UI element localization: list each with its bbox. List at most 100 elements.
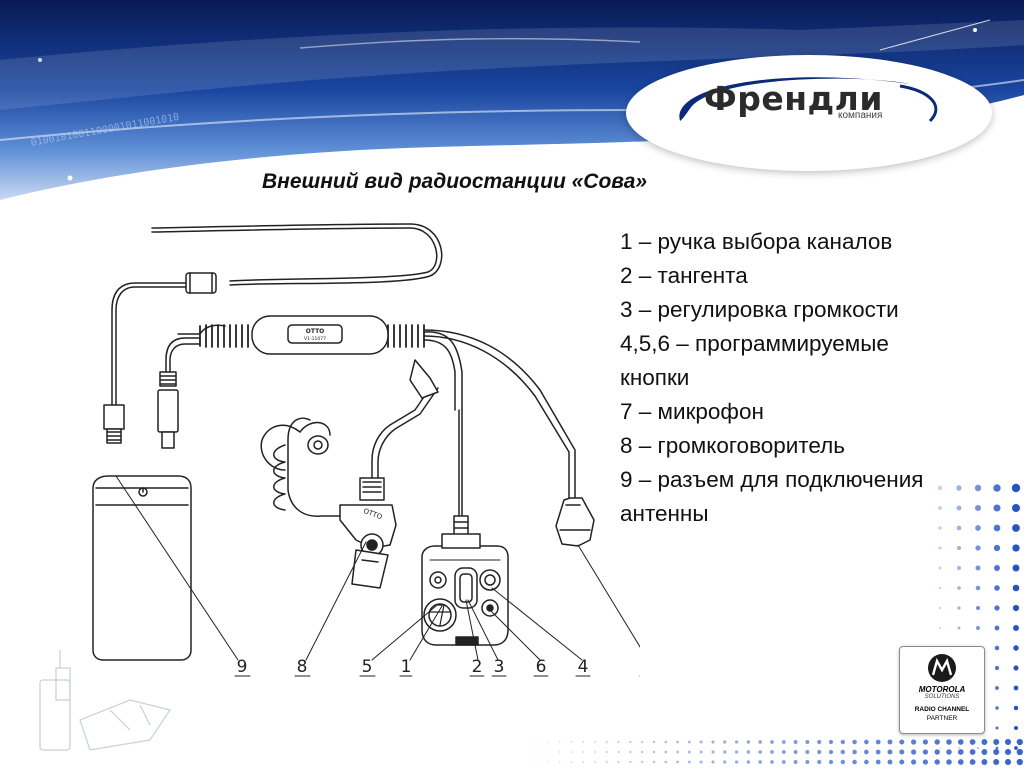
decor-dot (994, 665, 1000, 671)
decor-dot (946, 739, 952, 745)
decor-dot (875, 739, 881, 745)
decor-dot (1014, 746, 1018, 750)
earpiece-coil (260, 417, 341, 517)
decor-dot (605, 741, 608, 743)
background-sketch (39, 650, 171, 751)
decor-dot (899, 749, 905, 755)
callout-9: 9 (237, 657, 248, 677)
decor-dot (629, 750, 632, 754)
decor-dot (994, 565, 1000, 571)
antenna-connector (103, 404, 125, 430)
decor-dot (1013, 685, 1019, 691)
decor-dot (699, 760, 703, 764)
decor-dot (758, 740, 762, 744)
badge-line-3: RADIO CHANNEL (914, 706, 970, 713)
decor-dot (938, 526, 942, 530)
decor-dot (676, 740, 679, 744)
decor-dot (558, 741, 561, 743)
decor-dot (864, 759, 869, 765)
decor-dot (582, 751, 585, 753)
decor-dot (1013, 725, 1019, 731)
decor-dot (605, 761, 608, 763)
decor-dot (781, 750, 786, 754)
decor-dot (981, 739, 988, 745)
decor-dot (994, 645, 1000, 651)
decor-dot (535, 751, 537, 753)
decor-dot (937, 485, 943, 491)
decor-dot (687, 750, 691, 754)
decor-dot (817, 759, 822, 765)
decor-dot (558, 761, 561, 763)
decor-dot (1012, 584, 1020, 592)
decor-dot (957, 739, 964, 745)
decor-dot (922, 739, 929, 745)
decor-dot (957, 566, 961, 570)
legend-item: 4,5,6 – программируемые (620, 331, 889, 356)
decor-dot (911, 739, 917, 745)
decor-dot (687, 740, 691, 744)
callout-4: 4 (578, 657, 589, 677)
decor-dot (723, 740, 727, 744)
decor-dot (676, 760, 679, 764)
antenna-wire (151, 223, 443, 286)
company-logo-wordmark: Френдли (704, 79, 883, 118)
decor-dot (629, 740, 632, 744)
decor-dot (734, 760, 739, 764)
decor-dot (781, 760, 786, 764)
speaker-clip (339, 477, 397, 589)
decor-dot (975, 605, 981, 611)
decor-dot (676, 750, 679, 754)
decor-dot (805, 739, 810, 745)
decor-dot (687, 760, 691, 764)
decor-dot (1012, 564, 1020, 572)
decor-dot (994, 605, 1000, 611)
microphone-boom (555, 497, 595, 547)
decor-dot (864, 749, 869, 755)
decor-dot (993, 758, 1000, 766)
legend-item: антенны (620, 501, 709, 526)
decor-dot (939, 627, 941, 629)
decor-dot (582, 761, 585, 763)
company-logo-subtitle: компания (838, 110, 883, 121)
decor-dot (937, 505, 943, 511)
legend-item: 2 – тангента (620, 263, 748, 288)
decor-dot (817, 739, 822, 745)
decor-dot (887, 749, 893, 755)
decor-dot (828, 759, 834, 765)
decor-dot (1016, 748, 1023, 756)
battery-unit (92, 475, 192, 661)
decor-dot (617, 750, 620, 754)
legend-item: 1 – ручка выбора каналов (620, 229, 893, 254)
legend-item: 8 – громкоговоритель (620, 433, 846, 458)
decor-dot (852, 739, 857, 745)
decor-dot (758, 760, 762, 764)
decor-dot (723, 750, 727, 754)
decor-dot (547, 741, 549, 743)
decor-dot (852, 759, 857, 765)
decor-dot (934, 759, 940, 765)
decor-dot (1012, 524, 1020, 532)
decor-dot (957, 606, 961, 610)
decor-dot (899, 759, 905, 765)
decor-dot (770, 740, 774, 744)
decor-dot (975, 585, 981, 591)
callout-3: 3 (494, 657, 505, 677)
legend-item: 7 – микрофон (620, 399, 764, 424)
decor-dot (957, 626, 961, 630)
badge-line-4: PARTNER (926, 715, 958, 722)
decor-dot (922, 749, 929, 755)
decor-dot (995, 706, 999, 710)
decor-dot (938, 566, 942, 570)
decor-dot (1004, 738, 1012, 746)
decor-dot (770, 750, 774, 754)
decor-dot (594, 751, 596, 753)
decor-dot (946, 749, 952, 755)
decor-dot (957, 759, 964, 765)
decor-dot (664, 740, 668, 744)
decor-dot (1013, 665, 1019, 671)
decor-dot (605, 751, 608, 753)
inline-box-label: OTTO (306, 328, 325, 335)
decor-dot (911, 749, 917, 755)
decor-dot (993, 748, 1000, 756)
decor-dot (652, 750, 656, 754)
